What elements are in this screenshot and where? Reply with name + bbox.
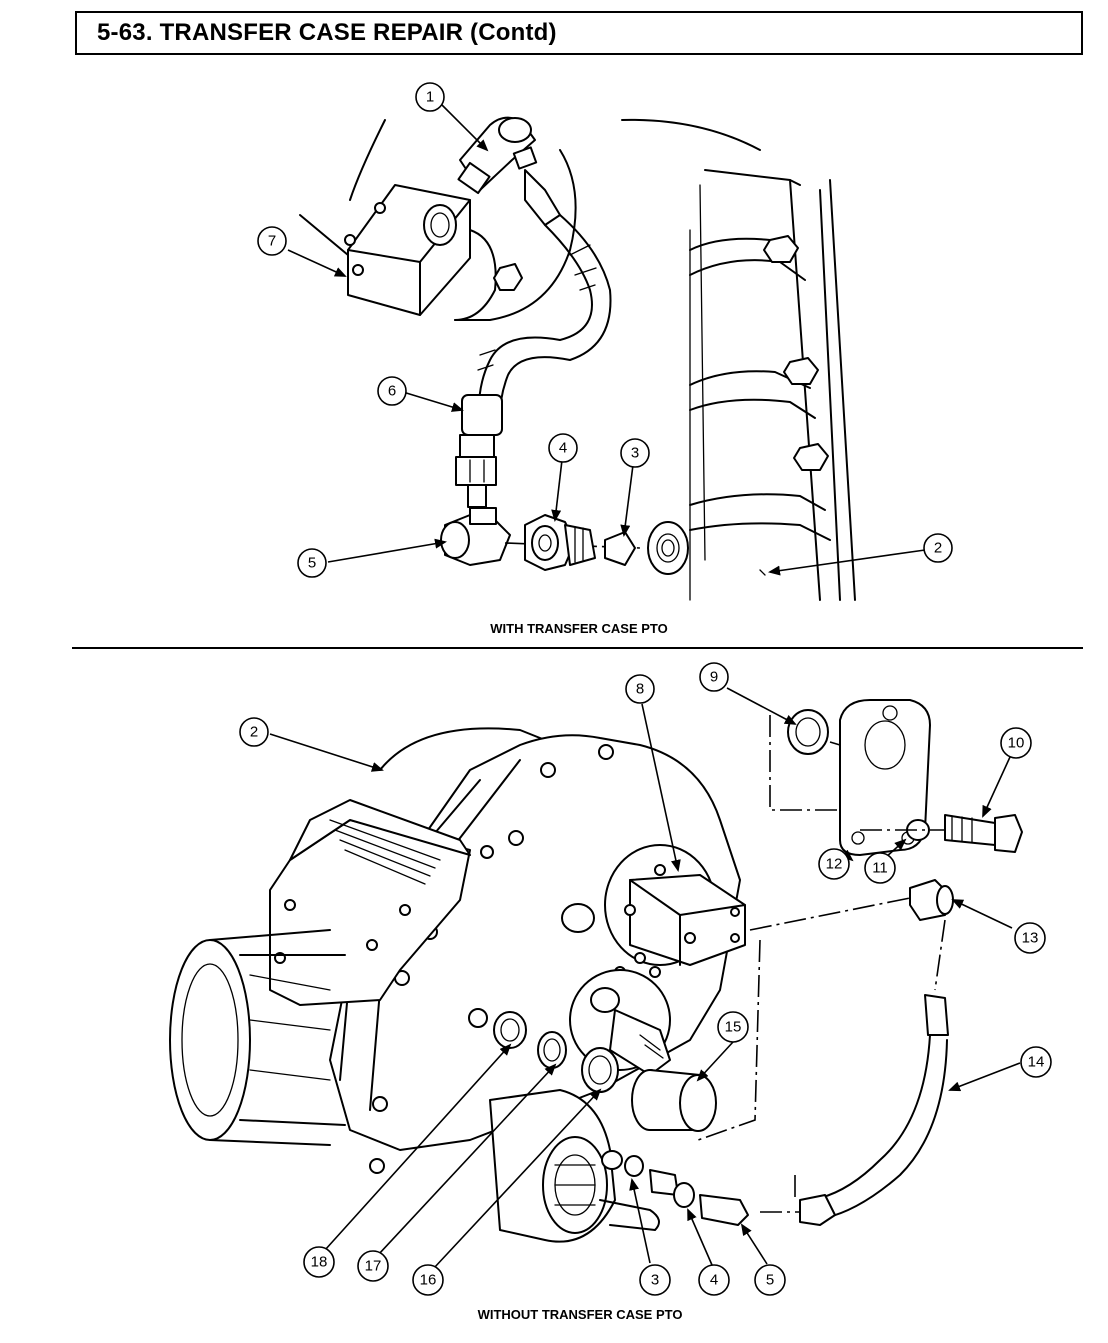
callout-7: 7	[257, 226, 287, 256]
transfer-case-drawing	[169, 727, 746, 1243]
callout-18: 18	[303, 1246, 335, 1278]
callout-label: 6	[388, 383, 396, 400]
callout-5: 5	[297, 548, 327, 578]
title-box: 5-63. TRANSFER CASE REPAIR (Contd)	[75, 11, 1083, 55]
callout-label: 16	[420, 1272, 437, 1289]
caption-without-pto: WITHOUT TRANSFER CASE PTO	[477, 1307, 683, 1322]
callout-9: 9	[699, 662, 729, 692]
callout-label: 8	[636, 681, 644, 698]
callout-14: 14	[1020, 1046, 1052, 1078]
callout-label: 4	[710, 1272, 718, 1289]
top-figure-drawing: 1 7 6 4 3 5 2	[257, 82, 953, 601]
callout-label: 7	[268, 233, 276, 250]
callout-2-bottom: 2	[239, 717, 269, 747]
callout-label: 5	[308, 555, 316, 572]
page-title: 5-63. TRANSFER CASE REPAIR (Contd)	[97, 19, 557, 46]
hose-assembly-top	[455, 116, 612, 508]
callout-label: 15	[725, 1019, 742, 1036]
caption-with-pto: WITH TRANSFER CASE PTO	[490, 621, 668, 636]
callout-17: 17	[357, 1250, 389, 1282]
cover-plate-drawing	[769, 699, 1023, 856]
callout-label: 1	[426, 89, 434, 106]
callout-label: 3	[631, 445, 639, 462]
callout-3: 3	[620, 438, 650, 468]
callout-1: 1	[415, 82, 445, 112]
fittings-top	[440, 507, 689, 575]
callout-label: 4	[559, 440, 567, 457]
pto-plumbing-drawing	[493, 879, 954, 1226]
bottom-figure-drawing: 8 9 2 10 12 11 13 15 14 18 17 16 3 4 5	[169, 662, 1052, 1296]
callout-16: 16	[412, 1264, 444, 1296]
callout-label: 5	[766, 1272, 774, 1289]
callout-4: 4	[548, 433, 578, 463]
callout-10: 10	[1000, 727, 1032, 759]
callout-label: 13	[1022, 930, 1039, 947]
callout-6: 6	[377, 376, 407, 406]
pto-unit-drawing	[299, 119, 577, 321]
housing-drawing-top	[621, 118, 856, 601]
callout-2: 2	[923, 533, 953, 563]
callout-label: 14	[1028, 1054, 1045, 1071]
callout-13: 13	[1014, 922, 1046, 954]
callout-5-bottom: 5	[754, 1264, 786, 1296]
callout-12: 12	[818, 848, 850, 880]
callout-label: 2	[934, 540, 942, 557]
callout-11: 11	[864, 852, 896, 884]
callout-label: 17	[365, 1258, 382, 1275]
callout-3-bottom: 3	[639, 1264, 671, 1296]
callout-label: 9	[710, 669, 718, 686]
callout-label: 18	[311, 1254, 328, 1271]
callout-label: 2	[250, 724, 258, 741]
callout-label: 10	[1008, 735, 1025, 752]
callout-label: 12	[826, 856, 843, 873]
callout-label: 3	[651, 1272, 659, 1289]
callout-15: 15	[717, 1011, 749, 1043]
callout-8: 8	[625, 674, 655, 704]
callout-label: 11	[872, 860, 888, 877]
callout-4-bottom: 4	[698, 1264, 730, 1296]
